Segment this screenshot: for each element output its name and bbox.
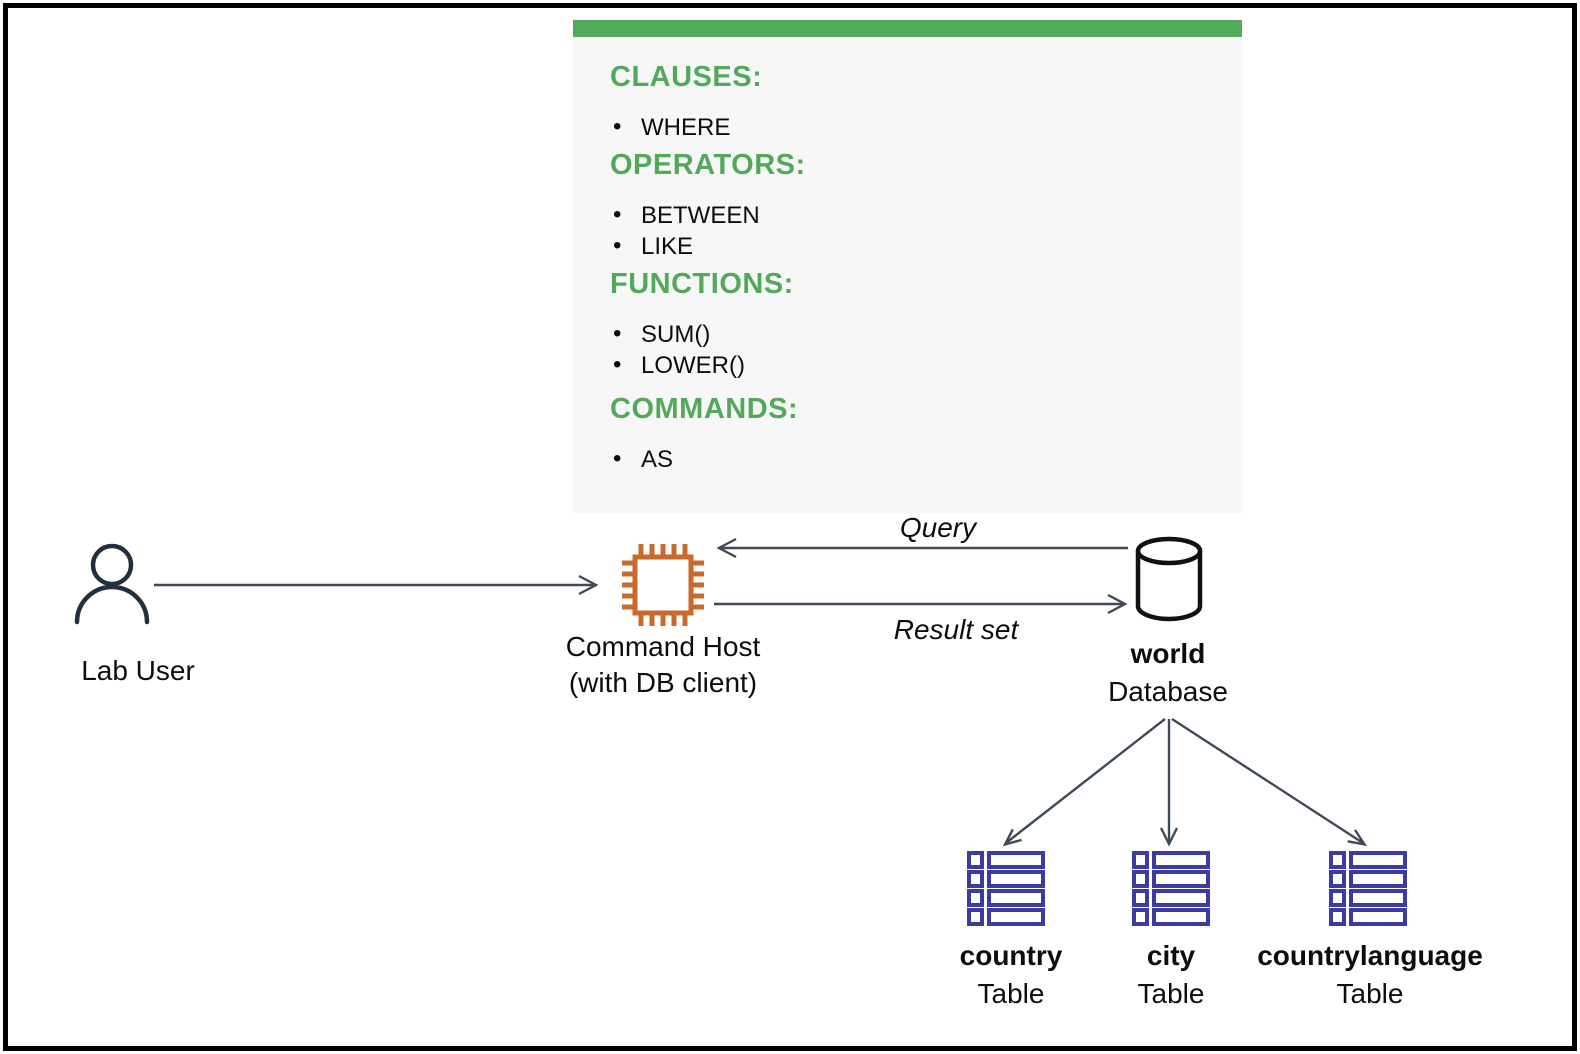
- section-heading: COMMANDS:: [610, 393, 799, 425]
- bullet-item: WHERE: [610, 111, 1222, 143]
- table-name-city: city: [1146, 940, 1196, 971]
- section-heading: CLAUSES:: [610, 61, 763, 93]
- section-functions: FUNCTIONS: SUM() LOWER(): [610, 268, 1222, 381]
- database-name: world: [1130, 638, 1206, 669]
- command-host-label-line2: (with DB client): [568, 667, 758, 698]
- bullet-item: LOWER(): [610, 349, 1222, 381]
- table-icon: [1132, 851, 1210, 926]
- sql-concepts-panel: CLAUSES: WHERE OPERATORS: BETWEEN LIKE F…: [573, 20, 1242, 513]
- database-type-label: Database: [1108, 676, 1228, 707]
- table-type-label: Table: [1137, 978, 1205, 1009]
- table-type-label: Table: [1336, 978, 1404, 1009]
- command-host-label: Command Host (with DB client): [528, 629, 798, 701]
- arrow-db-to-city-table: [1159, 719, 1179, 847]
- section-commands: COMMANDS: AS: [610, 393, 1222, 475]
- bullet-item: AS: [610, 443, 1222, 475]
- table-icon: [1329, 851, 1407, 926]
- command-host-label-line1: Command Host: [565, 631, 761, 662]
- arrow-db-to-countrylanguage-table: [1171, 717, 1368, 847]
- section-operators: OPERATORS: BETWEEN LIKE: [610, 149, 1222, 262]
- table-name-country: country: [959, 940, 1063, 971]
- section-heading: FUNCTIONS:: [610, 268, 794, 300]
- result-set-arrow-label: Result set: [893, 614, 1019, 645]
- bullet-item: BETWEEN: [610, 199, 1222, 231]
- table-icon: [967, 851, 1045, 926]
- query-arrow-label: Query: [899, 512, 977, 543]
- diagram-canvas: CLAUSES: WHERE OPERATORS: BETWEEN LIKE F…: [3, 3, 1577, 1051]
- bullet-item: SUM(): [610, 318, 1222, 350]
- person-icon: [74, 543, 150, 625]
- lab-user-label: Lab User: [81, 655, 195, 686]
- chip-icon: [622, 544, 704, 626]
- panel-green-bar: [573, 20, 1242, 37]
- table-type-label: Table: [977, 978, 1045, 1009]
- database-cylinder-icon: [1135, 536, 1203, 622]
- section-clauses: CLAUSES: WHERE: [610, 61, 1222, 143]
- arrow-db-to-country-table: [1002, 718, 1166, 847]
- arrow-result-set: [714, 593, 1128, 615]
- panel-content: CLAUSES: WHERE OPERATORS: BETWEEN LIKE F…: [573, 37, 1242, 475]
- table-name-countrylanguage: countrylanguage: [1257, 940, 1483, 971]
- bullet-item: LIKE: [610, 230, 1222, 262]
- arrow-user-to-host: [154, 574, 599, 596]
- section-heading: OPERATORS:: [610, 149, 806, 181]
